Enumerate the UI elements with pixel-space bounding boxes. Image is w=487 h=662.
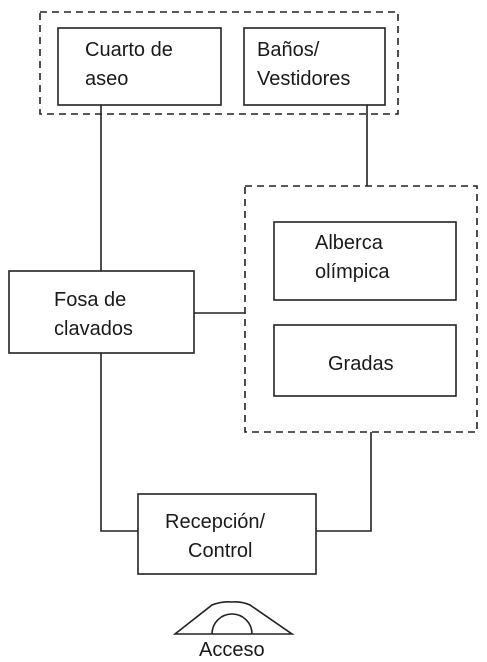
room-recepcion-control: Recepción/ Control [137,493,317,575]
room-fosa-de-clavados-line-2: clavados [54,318,133,340]
room-alberca-olimpica-line-1: Alberca [315,232,384,254]
room-gradas: Gradas [273,324,457,397]
services-group: Cuarto de aseo Baños/ Vestidores [39,11,399,115]
room-gradas-line-1: Gradas [328,353,394,375]
entrance-arch-icon [172,601,295,635]
services-group-border [39,11,399,115]
room-cuarto-de-aseo-line-1: Cuarto de [85,39,173,61]
pool-group: Alberca olímpica Gradas [244,185,478,433]
room-cuarto-de-aseo-line-2: aseo [85,68,128,90]
room-banos-vestidores-box [243,27,386,106]
room-banos-vestidores-line-2: Vestidores [257,68,350,90]
entrance-label: Acceso [199,639,265,661]
room-fosa-de-clavados: Fosa de clavados [8,270,195,354]
room-alberca-olimpica-line-2: olímpica [315,261,390,283]
room-banos-vestidores: Baños/ Vestidores [243,27,386,106]
room-recepcion-control-line-1: Recepción/ [165,511,266,533]
entrance: Acceso [172,601,295,661]
entrance-opening [211,613,253,635]
room-recepcion-control-box [137,493,317,575]
pool-group-border [244,185,478,433]
room-recepcion-control-line-2: Control [188,540,252,562]
connectors [100,105,372,532]
room-fosa-de-clavados-line-1: Fosa de [54,289,126,311]
room-fosa-de-clavados-box [8,270,195,354]
room-cuarto-de-aseo-box [57,27,222,106]
room-cuarto-de-aseo: Cuarto de aseo [57,27,222,106]
room-gradas-box [273,324,457,397]
connector-pool-reception [316,432,372,532]
room-banos-vestidores-line-1: Baños/ [257,39,320,61]
connector-fosa-reception [100,353,138,532]
room-alberca-olimpica: Alberca olímpica [273,221,457,301]
room-alberca-olimpica-box [273,221,457,301]
